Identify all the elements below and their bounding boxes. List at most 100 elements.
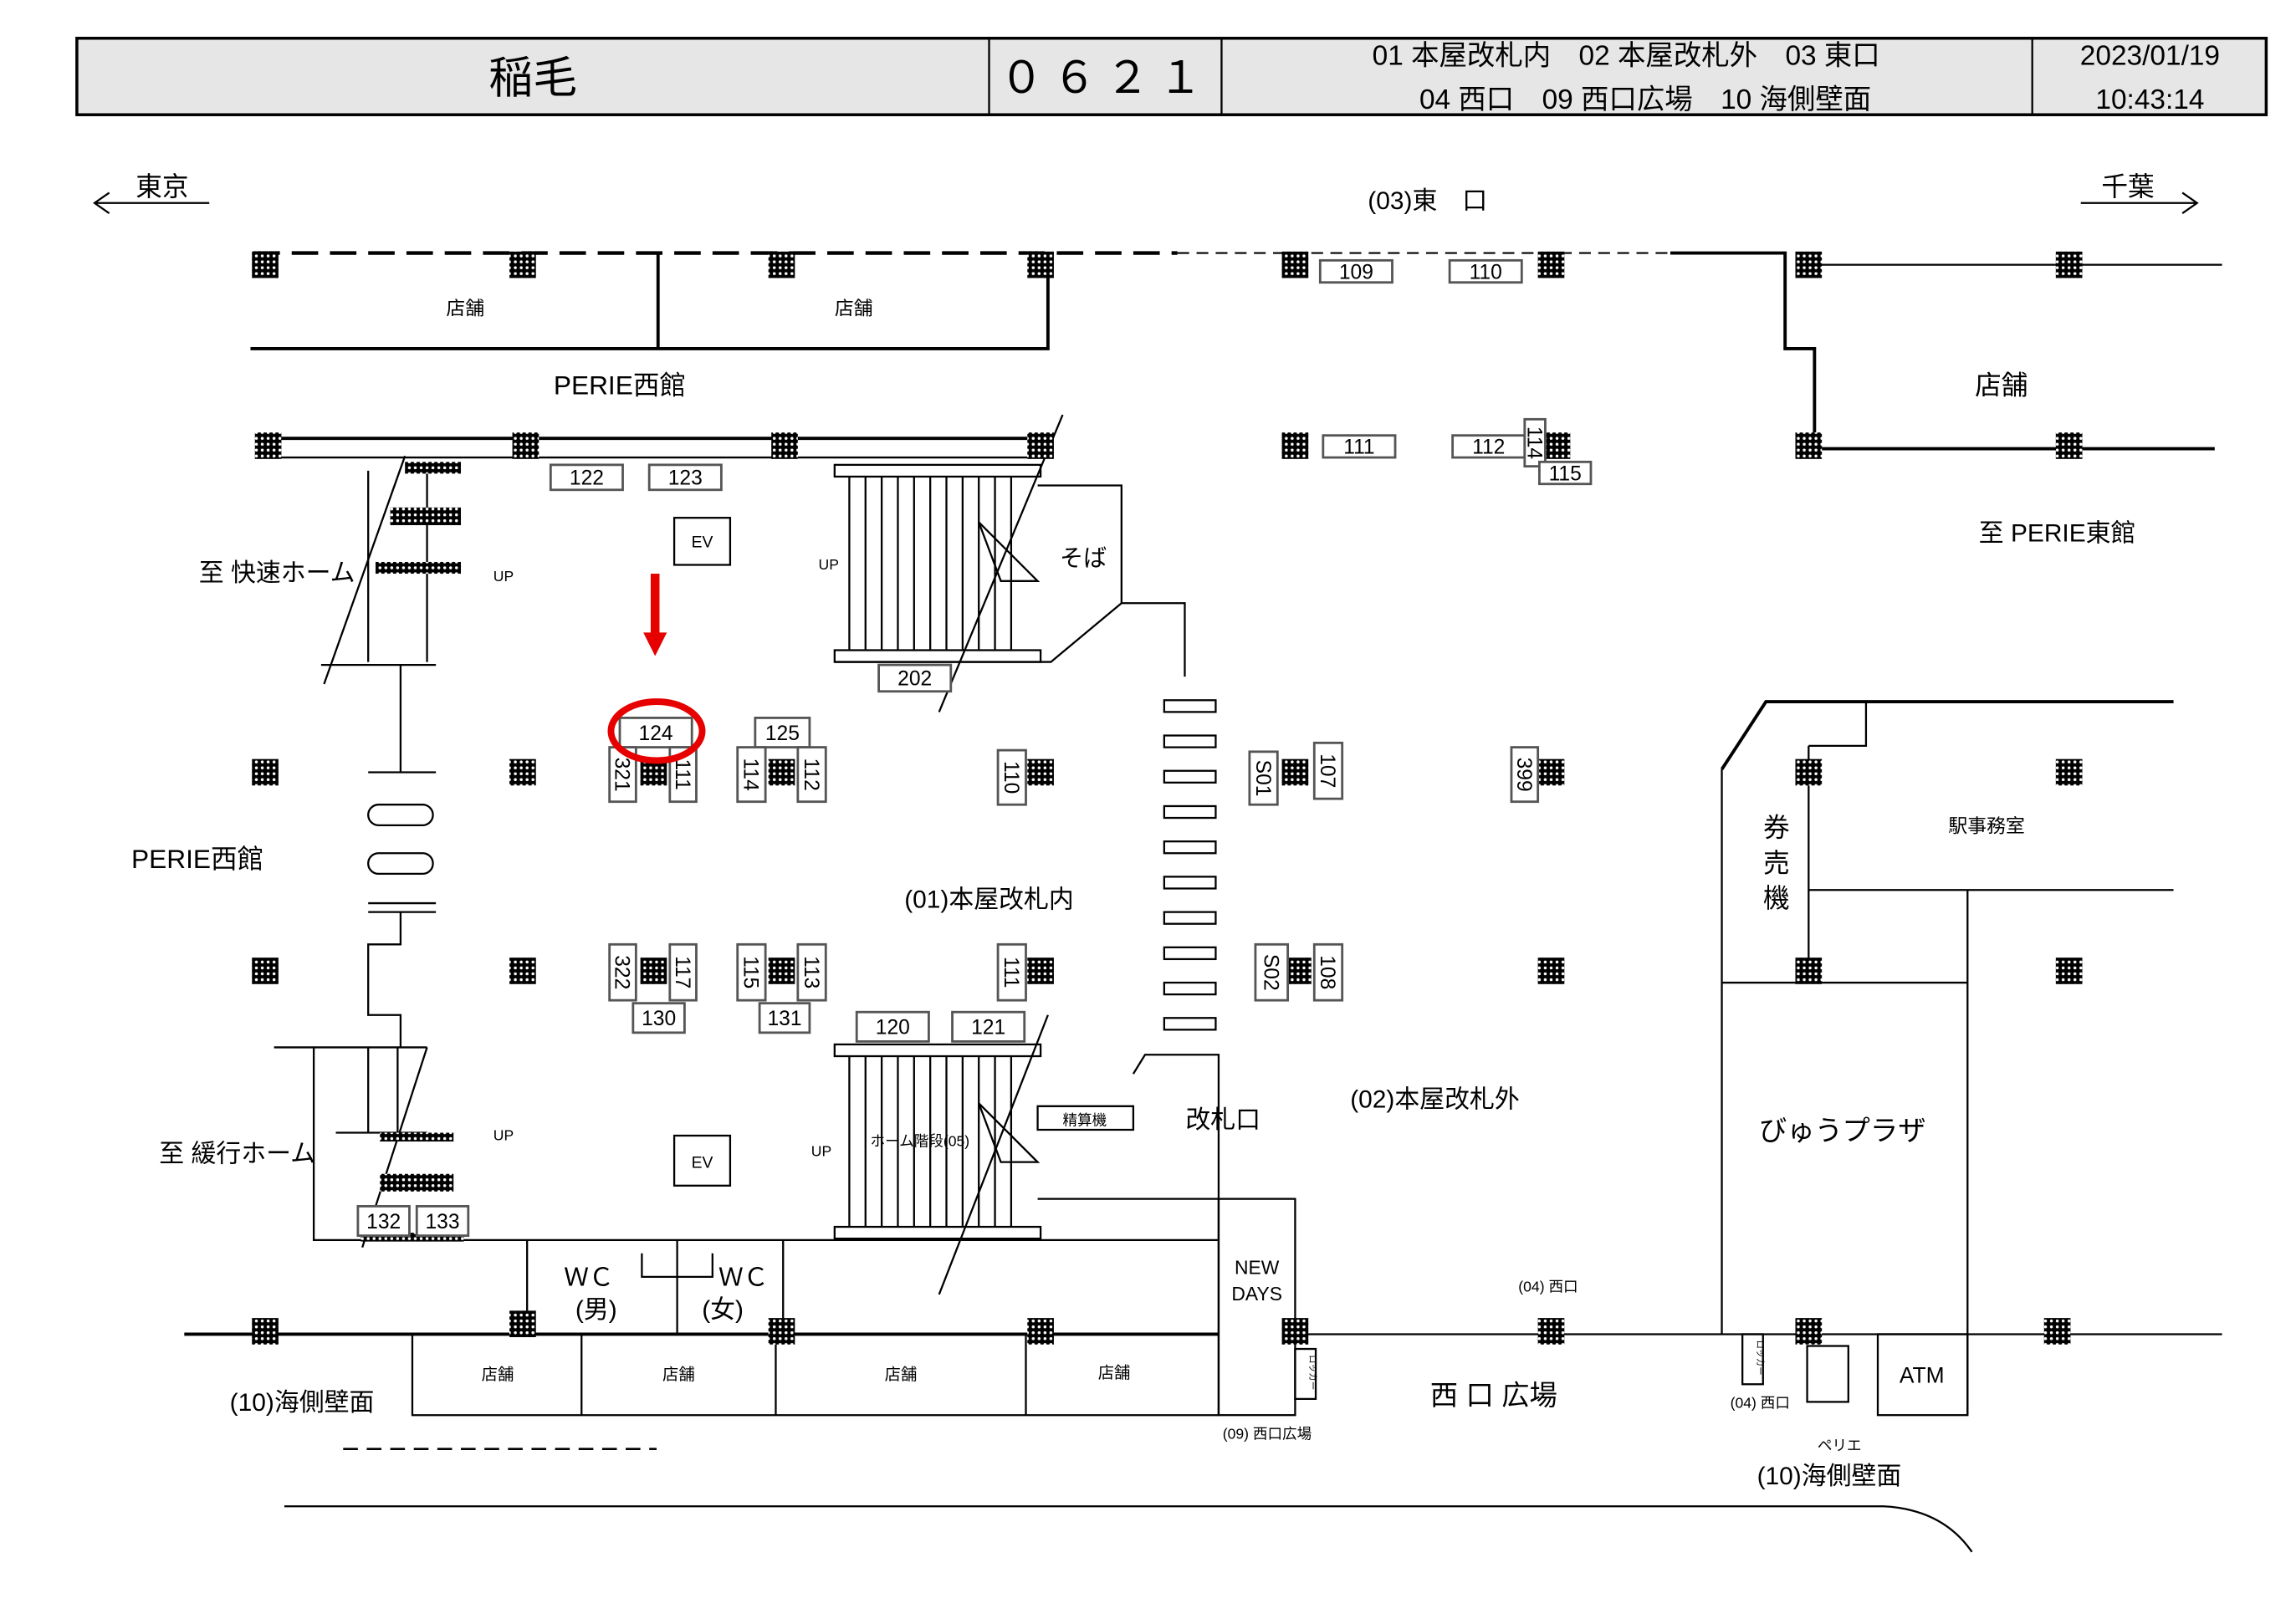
ad-location-399[interactable]: 399 [1510,746,1540,804]
view-plaza-label: びゅうプラザ [1759,1116,1926,1147]
pillars [252,251,2083,1345]
ad-location-box [1510,746,1540,804]
ad-location-box [1538,460,1593,486]
ad-location-111[interactable]: 111 [996,942,1027,1002]
ad-location-number: 111 [1000,957,1022,988]
ad-location-number: 113 [800,956,822,988]
ad-location-number: 399 [1512,758,1535,792]
ticket-gate-unit [1163,804,1217,820]
ad-location-number: 112 [1472,437,1505,459]
ad-location-117[interactable]: 117 [668,942,698,1002]
pillar [1285,958,1312,984]
ad-location-number: 109 [1339,261,1373,283]
ad-location-number: 202 [897,668,932,691]
pillar [1027,958,1054,984]
ad-location-131[interactable]: 131 [758,1002,811,1034]
atm-label: ATM [1900,1363,1945,1388]
ad-location-111[interactable]: 111 [668,746,698,804]
ticket-gate-unit [1163,1017,1217,1031]
inside-gate-label: (01)本屋改札内 [904,886,1074,913]
ad-location-121[interactable]: 121 [951,1010,1026,1043]
ad-location-132[interactable]: 132 [356,1205,411,1238]
ad-location-202[interactable]: 202 [877,663,953,693]
ad-location-number: 132 [366,1211,401,1233]
ad-location-123[interactable]: 123 [647,463,723,492]
ad-location-112[interactable]: 112 [1451,434,1526,459]
local-platform-label: 至 緩行ホーム [159,1141,315,1168]
ticket-gate-unit [1163,946,1217,961]
ad-location-number: 111 [671,758,693,789]
pillar [1795,251,1823,278]
ad-location-114[interactable]: 114 [1522,417,1547,468]
ad-location-number: 115 [739,956,762,988]
platform-stairs-label: ホーム階段(05) [871,1132,970,1149]
shop-label: 店舗 [1098,1364,1131,1382]
wc-men-sub: (男) [575,1296,617,1324]
fare-adjust-label: 精算機 [1062,1112,1107,1129]
ad-location-number: 115 [1549,462,1582,485]
seaside-wall-label: (10)海側壁面 [1757,1463,1902,1490]
ad-location-125[interactable]: 125 [754,717,811,749]
pillar [771,432,798,459]
ad-location-box [647,463,723,492]
ad-location-109[interactable]: 109 [1318,258,1393,283]
ticket-gate-unit [1163,876,1217,890]
west-exit-label: (04) 西口 [1518,1278,1578,1295]
pillar [252,758,279,786]
ad-location-120[interactable]: 120 [855,1010,930,1043]
station-name: 稲毛 [488,54,577,103]
pillar [1795,432,1823,459]
pillar [1281,251,1309,278]
ad-location-S02[interactable]: S02 [1254,942,1290,1002]
ad-location-box [754,717,811,749]
locker-label: ロッカー [1755,1341,1765,1376]
pillar [252,1318,279,1345]
direction-tokyo-label: 東京 [136,171,188,202]
pillar [2055,432,2083,459]
ad-location-114[interactable]: 114 [736,746,767,804]
ad-location-122[interactable]: 122 [549,463,624,492]
ad-location-S01[interactable]: S01 [1248,750,1279,806]
shop-label: 店舗 [835,297,873,319]
ad-location-number: 121 [971,1017,1005,1039]
ticket-gate-unit [1163,911,1217,925]
wc-men-label: ＷＣ [564,1264,614,1291]
pillar [1795,958,1823,984]
ad-location-box [356,1205,411,1238]
ticket-gate-unit [1163,699,1217,713]
pillar [512,432,539,459]
pillar [509,1310,536,1337]
rapid-platform-label: 至 快速ホーム [199,559,355,587]
ad-location-number: 130 [642,1008,676,1030]
pillar [1537,251,1565,278]
ad-location-322[interactable]: 322 [608,942,637,1002]
ticket-gate-unit [1163,981,1217,996]
ad-location-130[interactable]: 130 [632,1002,686,1034]
ad-location-124[interactable]: 124 [618,717,693,749]
wc-women-sub: (女) [702,1296,744,1324]
ad-location-box [877,663,953,693]
ad-location-112[interactable]: 112 [796,746,827,804]
pillar [768,251,795,278]
ad-location-107[interactable]: 107 [1312,741,1344,800]
direction-tokyo: 東京 [93,171,210,215]
ad-location-box [951,1010,1026,1043]
pillar [252,958,279,984]
ad-location-110[interactable]: 110 [996,748,1027,806]
labels: (03)東 口 店舗 店舗 店舗 店舗 店舗 店舗 店舗 PERIE西館 PER… [131,187,2135,1490]
perie-west-label: PERIE西館 [131,844,263,874]
ad-location-133[interactable]: 133 [415,1205,470,1238]
wc-women-label: ＷＣ [718,1264,769,1291]
elevator-label: EV [692,533,713,551]
ad-location-box [668,942,698,1002]
ad-location-110[interactable]: 110 [1448,258,1523,283]
ad-location-108[interactable]: 108 [1312,942,1344,1002]
ad-location-115[interactable]: 115 [1538,460,1593,486]
ad-location-113[interactable]: 113 [796,942,827,1002]
ad-location-number: 110 [1000,761,1022,794]
ad-location-115[interactable]: 115 [736,942,767,1002]
ad-location-111[interactable]: 111 [1322,434,1397,459]
ad-location-box [1248,750,1279,806]
west-plaza-label: 西 口 広場 [1430,1381,1557,1412]
